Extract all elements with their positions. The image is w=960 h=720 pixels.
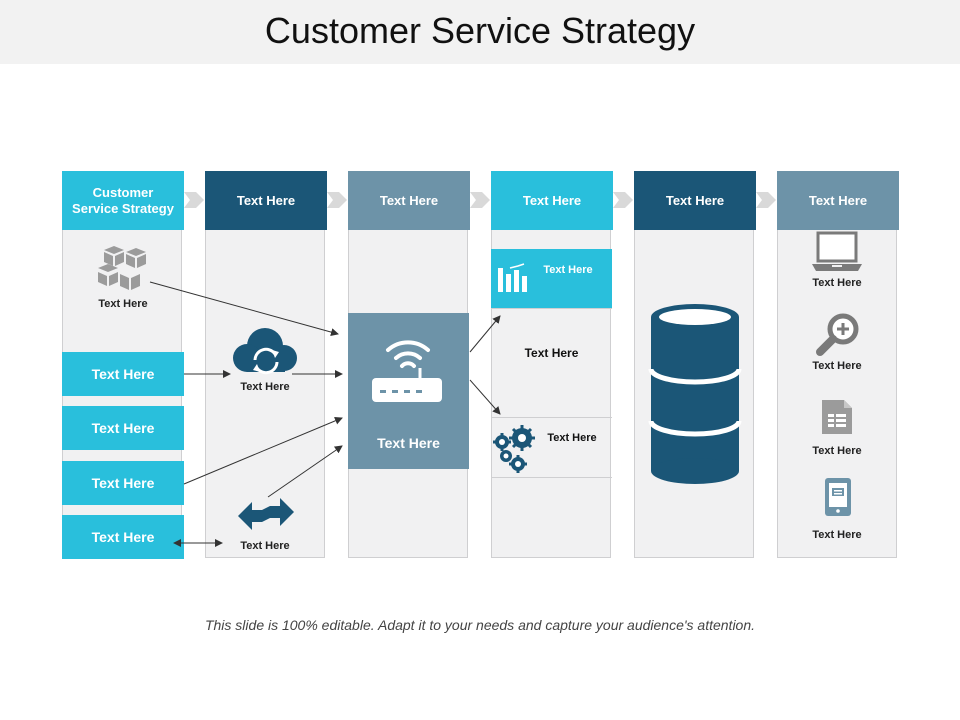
strategy-box-3: Text Here (62, 461, 184, 505)
header-3: Text Here (348, 171, 470, 230)
divider (491, 477, 612, 478)
arrow-router-gears (469, 379, 501, 415)
tablet-label: Text Here (812, 529, 862, 541)
document-icon (822, 400, 852, 434)
arrow-box3-router (183, 417, 343, 485)
chevron-right-icon (756, 192, 776, 208)
database-icon (648, 304, 742, 484)
strategy-box-4: Text Here (62, 515, 184, 559)
cloud-sync-icon (233, 328, 297, 375)
arrow-exchange-router (267, 445, 343, 498)
router-icon (372, 340, 442, 402)
tablet-icon (825, 478, 851, 516)
strategy-box-1: Text Here (62, 352, 184, 396)
magnifier-label: Text Here (812, 360, 862, 372)
column-4 (491, 171, 611, 558)
gears-icon (493, 425, 535, 473)
exchange-arrows-icon (238, 498, 294, 530)
divider (491, 417, 612, 418)
magnifier-icon (816, 313, 859, 356)
center-label: Text Here (524, 346, 579, 360)
page-title: Customer Service Strategy (264, 10, 696, 51)
chart-label: Text Here (543, 264, 593, 276)
header-6: Text Here (777, 171, 899, 230)
arrow-router-chart (469, 315, 501, 353)
footer-caption: This slide is 100% editable. Adapt it to… (204, 617, 756, 633)
header-5: Text Here (634, 171, 756, 230)
gears-label: Text Here (547, 432, 597, 444)
exchange-label: Text Here (240, 540, 290, 552)
header-1: Customer Service Strategy (62, 171, 184, 230)
title-bar (0, 0, 960, 64)
chart-box (491, 249, 612, 308)
cloud-label: Text Here (240, 381, 290, 393)
laptop-label: Text Here (812, 277, 862, 289)
document-label: Text Here (812, 445, 862, 457)
laptop-icon (812, 231, 862, 271)
cube-label: Text Here (98, 298, 148, 310)
strategy-box-2: Text Here (62, 406, 184, 450)
chevron-right-icon (184, 192, 204, 208)
arrow-cube-router (149, 281, 339, 336)
router-label: Text Here (377, 435, 440, 451)
chevron-right-icon (470, 192, 490, 208)
divider (491, 308, 612, 309)
header-4: Text Here (491, 171, 613, 230)
chevron-right-icon (327, 192, 347, 208)
chevron-right-icon (613, 192, 633, 208)
bar-chart-icon (498, 263, 527, 292)
cube-icon (98, 246, 146, 290)
header-2: Text Here (205, 171, 327, 230)
